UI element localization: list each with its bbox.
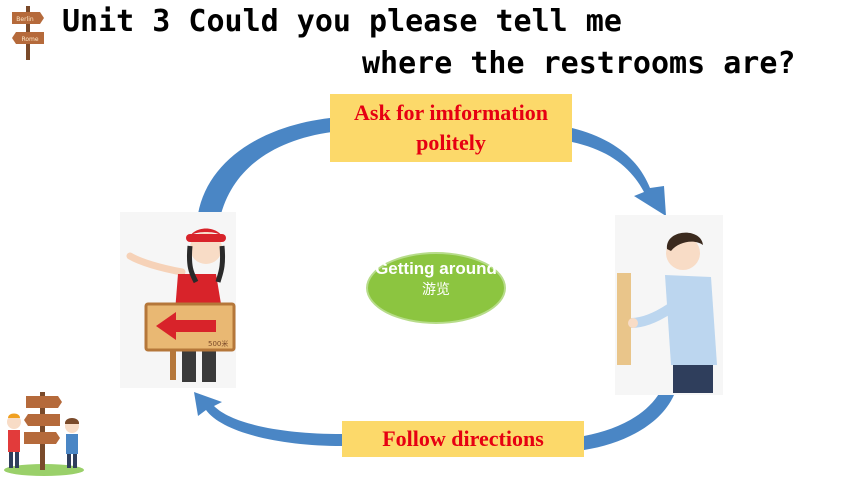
getting-around-chinese: 游览: [422, 281, 450, 297]
girl-illustration: 500米: [126, 228, 236, 382]
signpost-label-2: Rome: [21, 36, 38, 43]
signpost-label-1: Berlin: [16, 16, 34, 23]
man-illustration: [617, 232, 717, 393]
ask-information-box: Ask for imformation politely: [330, 94, 572, 162]
girl-pointing-picture: 500米: [120, 212, 236, 388]
getting-around-oval: Getting around 游览: [366, 252, 506, 324]
arrow-top-to-right: [572, 128, 666, 216]
signpost-icon: Berlin Rome: [12, 6, 44, 60]
arrow-bottom-to-left: [194, 392, 342, 446]
arrow-right-to-bottom: [584, 392, 674, 450]
man-asking-picture: [615, 215, 723, 395]
getting-around-label: Getting around: [375, 259, 497, 278]
follow-directions-box: Follow directions: [342, 421, 584, 457]
kids-signpost-icon: [4, 392, 84, 476]
title-line-1: Unit 3 Could you please tell me: [62, 4, 622, 39]
title-line-2: where the restrooms are?: [362, 46, 796, 81]
arrow-left-to-top: [198, 118, 332, 218]
left-sign-text: 500米: [208, 339, 228, 348]
